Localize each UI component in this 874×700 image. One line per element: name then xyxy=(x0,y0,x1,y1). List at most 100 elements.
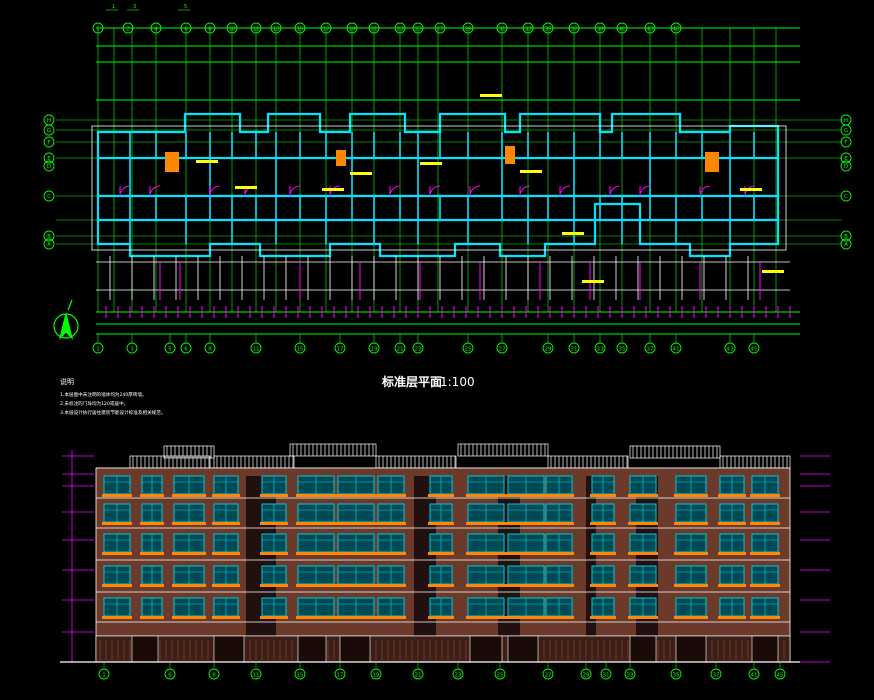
axis-bubble: 41 xyxy=(616,22,628,34)
axis-bubble-label: 2 xyxy=(126,27,130,33)
axis-bubble: C xyxy=(43,190,55,202)
axis-bubble-label: 23 xyxy=(415,347,422,353)
axis-bubble: 1 xyxy=(92,22,104,34)
axis-bubble: 15 xyxy=(294,22,306,34)
axis-bubble-label: 41 xyxy=(619,27,626,33)
axis-bubble: 21 xyxy=(394,334,406,354)
axis-bubble-label: 11 xyxy=(253,673,260,679)
axis-bubble: 23 xyxy=(394,22,406,34)
axis-bubble: 27 xyxy=(496,334,508,354)
axis-bubble: 25 xyxy=(494,662,506,680)
axis-bubble: 6 xyxy=(180,334,192,354)
notes-block: 说明 1.本层图中未注明的墙体均为240厚砖墙。 2.未标注的门垛均为120或居… xyxy=(60,377,165,416)
axis-bubble: 43 xyxy=(724,334,736,354)
axis-bubble-label: A xyxy=(47,242,51,248)
axis-bubble: B xyxy=(43,230,55,242)
axis-bubble-label: 37 xyxy=(571,27,578,33)
axis-bubble-label: F xyxy=(47,140,50,146)
axis-bubble: 19 xyxy=(370,662,382,680)
axis-bubble: A xyxy=(840,238,852,250)
axis-bubble: 11 xyxy=(250,22,262,34)
axis-bubble: 39 xyxy=(594,22,606,34)
axis-bubble: 37 xyxy=(568,22,580,34)
axis-bubble: 45 xyxy=(670,22,682,34)
axis-bubble-label: D xyxy=(844,164,848,170)
axis-bubble: G xyxy=(43,124,55,136)
axis-bubble-label: 33 xyxy=(627,673,634,679)
axis-bubble-label: 10 xyxy=(229,27,236,33)
axis-bubble-label: 35 xyxy=(673,673,680,679)
axis-bubble-label: 25 xyxy=(465,347,472,353)
axis-bubble: 13 xyxy=(270,22,282,34)
axis-bubble: F xyxy=(840,136,852,148)
axis-bubble-label: 17 xyxy=(323,27,330,33)
plan-doors xyxy=(105,185,791,318)
axis-bubble-label: 29 xyxy=(465,27,472,33)
axis-bubble: 11 xyxy=(250,662,262,680)
axis-bubble-label: 19 xyxy=(373,673,380,679)
plan-room-labels xyxy=(196,94,784,283)
axis-bubble-label: 8 xyxy=(208,347,212,353)
axis-bubble: 27 xyxy=(434,22,446,34)
axis-bubble: B xyxy=(840,230,852,242)
elevation-windows xyxy=(102,475,780,619)
axis-bubble: 17 xyxy=(334,334,346,354)
axis-bubble-label: 23 xyxy=(397,27,404,33)
plan-detail-lines xyxy=(91,125,790,300)
axis-bubble-label: C xyxy=(47,194,51,200)
axis-bubble: 1 xyxy=(98,662,110,680)
axis-bubble-label: 23 xyxy=(455,673,462,679)
axis-bubble-label: 29 xyxy=(545,347,552,353)
axis-bubble: 21 xyxy=(412,662,424,680)
axis-bubble: 8 xyxy=(204,334,216,354)
axis-bubble: 6 xyxy=(180,22,192,34)
axis-bubble: 35 xyxy=(670,662,682,680)
axis-bubble-label: 6 xyxy=(184,347,188,353)
axis-bubble-label: 43 xyxy=(647,27,654,33)
axis-bubble: 21 xyxy=(368,22,380,34)
axis-bubble-label: 25 xyxy=(497,673,504,679)
note-line: 1.本层图中未注明的墙体均为240厚砖墙。 xyxy=(60,391,147,398)
axis-bubble: 3 xyxy=(126,334,138,354)
axis-bubble: 41 xyxy=(748,662,760,680)
axis-bubble-label: C xyxy=(844,194,848,200)
elevation-plinth xyxy=(95,635,791,663)
axis-bubble: G xyxy=(840,124,852,136)
axis-bubble: 19 xyxy=(346,22,358,34)
plan-title: 标准层平面 xyxy=(381,374,442,389)
axis-bubble: 31 xyxy=(600,662,612,680)
axis-bubble: 17 xyxy=(334,662,346,680)
axis-bubble: 11 xyxy=(250,334,262,354)
axis-bubble: 2 xyxy=(122,22,134,34)
axis-bubble-label: B xyxy=(47,234,51,240)
axis-bubble: 37 xyxy=(644,334,656,354)
plan-scale: 1:100 xyxy=(440,375,475,389)
axis-bubble-label: 43 xyxy=(727,347,734,353)
axis-bubble-label: E xyxy=(47,156,51,162)
axis-bubble: 15 xyxy=(294,662,306,680)
axis-bubble-label: 27 xyxy=(437,27,444,33)
axis-bubble-label: 11 xyxy=(253,27,260,33)
axis-bubble: 29 xyxy=(462,22,474,34)
axis-bubble-label: 1 xyxy=(96,27,100,33)
axis-bubble-label: 8 xyxy=(212,673,216,679)
axis-bubble: 45 xyxy=(774,662,786,680)
axis-bubble: 23 xyxy=(452,662,464,680)
axis-bubble: 41 xyxy=(670,334,682,354)
note-line: 2.未标注的门垛均为120或居中。 xyxy=(60,400,128,407)
axis-bubble-label: 19 xyxy=(371,347,378,353)
axis-bubble: 35 xyxy=(616,334,628,354)
notes-heading: 说明 xyxy=(60,377,74,386)
axis-bubble: 33 xyxy=(522,22,534,34)
axis-bubble-label: H xyxy=(844,118,848,124)
axis-bubble: 31 xyxy=(568,334,580,354)
axis-bubble: 31 xyxy=(496,22,508,34)
axis-bubble-label: 27 xyxy=(545,673,552,679)
axis-bubble-label: 39 xyxy=(597,27,604,33)
plan-partitions xyxy=(129,132,755,244)
axis-bubble: D xyxy=(840,160,852,172)
